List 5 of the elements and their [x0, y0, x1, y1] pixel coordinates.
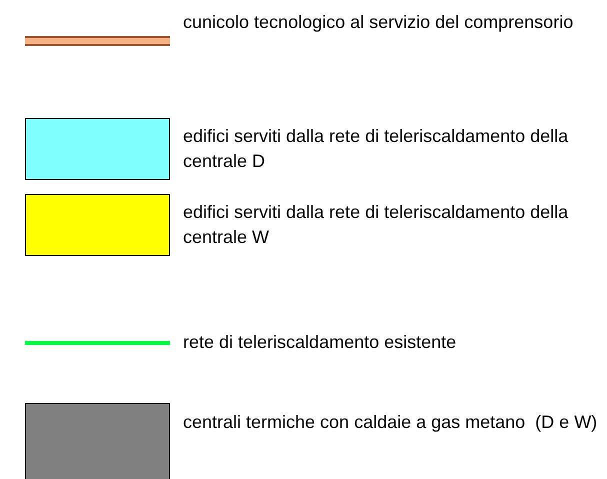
- legend-text: edifici serviti dalla rete di teleriscaldamento della centrale D: [183, 125, 570, 173]
- legend-text: cunicolo tecnologico al servizio del comprensorio: [183, 11, 574, 34]
- legend-text: rete di teleriscaldamento esistente: [183, 331, 458, 354]
- legend-text: centrali termiche con caldaie a gas metano (D e W): [183, 411, 598, 434]
- legend-text: edifici serviti dalla rete di teleriscaldamento della centrale W: [183, 201, 570, 249]
